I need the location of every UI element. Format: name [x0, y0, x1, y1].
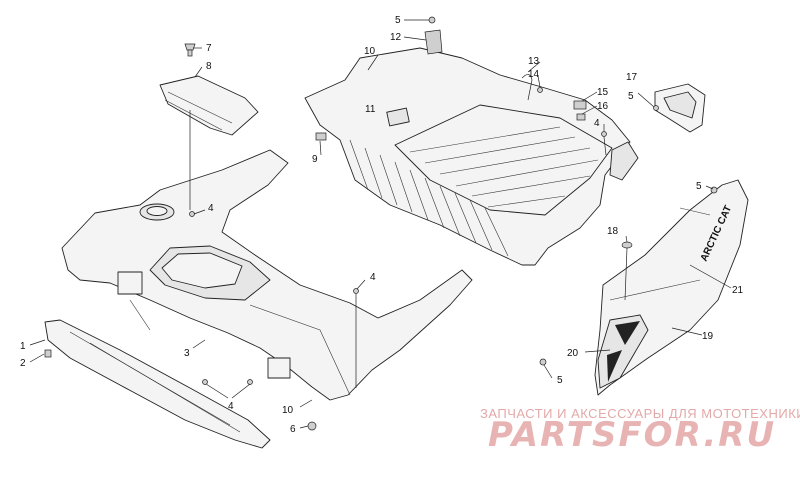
callout-11: 11 [365, 104, 376, 115]
callout-3: 3 [184, 348, 190, 359]
fastener [710, 186, 718, 194]
callout-20: 20 [567, 348, 579, 359]
cargo-box [304, 47, 639, 266]
callout-14: 14 [528, 69, 540, 80]
watermark-brand: PARTSFOR.RU [488, 415, 776, 455]
cap-18 [621, 241, 633, 249]
callout-6: 6 [290, 424, 296, 435]
grab-handle-17 [654, 83, 706, 133]
callout-18: 18 [607, 226, 619, 237]
callout-19: 19 [702, 331, 714, 342]
fastener [247, 379, 253, 385]
callout-10: 10 [282, 405, 294, 416]
callout-21: 21 [732, 285, 744, 296]
screw-14 [537, 87, 543, 93]
callout-8: 8 [206, 61, 212, 72]
fastener [428, 16, 436, 24]
clip-16 [576, 113, 586, 121]
callout-4: 4 [370, 272, 376, 283]
watermark-tagline: ЗАПЧАСТИ И АКСЕССУАРЫ ДЛЯ МОТОТЕХНИКИ [480, 406, 800, 421]
callouts: 7 8 4 3 1 2 4 4 10 6 5 12 10 11 9 13 14 … [20, 15, 744, 435]
callout-7: 7 [206, 43, 212, 54]
fastener [307, 421, 317, 431]
callout-4: 4 [208, 203, 214, 214]
callout-5: 5 [696, 181, 702, 192]
callout-16: 16 [597, 101, 609, 112]
callout-9: 9 [312, 154, 318, 165]
callout-12: 12 [390, 32, 402, 43]
fastener [653, 105, 659, 111]
push-rivet-7 [184, 43, 196, 57]
callout-10: 10 [364, 46, 376, 57]
lower-trim-panel [44, 319, 271, 449]
callout-4: 4 [594, 118, 600, 129]
callout-5: 5 [557, 375, 563, 386]
watermark: ЗАПЧАСТИ И АКСЕССУАРЫ ДЛЯ МОТОТЕХНИКИ PA… [480, 406, 800, 455]
rear-cab-panel [61, 149, 473, 401]
callout-5: 5 [628, 91, 634, 102]
callout-5: 5 [395, 15, 401, 26]
callout-17: 17 [626, 72, 638, 83]
callout-1: 1 [20, 341, 26, 352]
fastener [539, 358, 547, 366]
fastener [189, 211, 195, 217]
clip-2 [44, 349, 52, 358]
side-panel: ARCTIC CAT [594, 179, 749, 396]
callout-15: 15 [597, 87, 609, 98]
latch-13 [521, 74, 533, 101]
fastener [202, 379, 208, 385]
bracket-12 [424, 29, 443, 55]
leader-lines [29, 19, 732, 429]
callout-13: 13 [528, 56, 540, 67]
storage-lid [159, 75, 259, 136]
callout-2: 2 [20, 358, 26, 369]
clip-15 [573, 100, 587, 110]
callout-4: 4 [228, 401, 234, 412]
clip-9 [315, 132, 327, 141]
fastener [353, 288, 359, 294]
fastener [601, 131, 607, 137]
